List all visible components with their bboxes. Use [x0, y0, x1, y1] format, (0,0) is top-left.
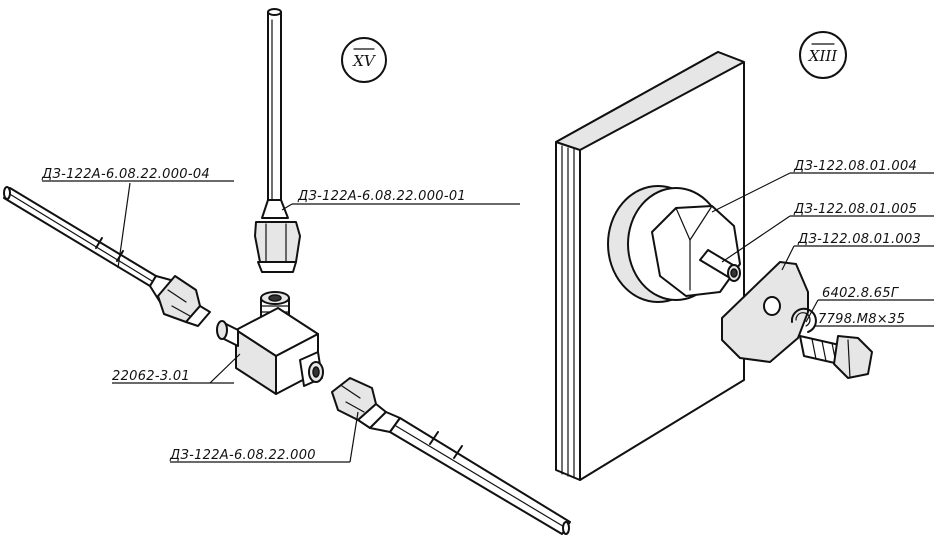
rod-top [254, 8, 301, 273]
label-rod-top: ДЗ-122А-6.08.22.000-01 [297, 189, 466, 204]
label-washer: 6402.8.65Г [822, 286, 900, 301]
leader-lines [42, 172, 934, 463]
label-bolt: 7798.М8×35 [818, 312, 905, 327]
disk-assembly [607, 185, 741, 303]
section-marker-xv: XV [341, 37, 387, 83]
label-plate: ДЗ-122.08.01.003 [797, 232, 921, 247]
label-pin: ДЗ-122.08.01.005 [793, 202, 917, 217]
label-disk: ДЗ-122.08.01.004 [793, 159, 917, 174]
section-marker-xiii-text: XIII [808, 47, 839, 65]
locking-plate [721, 261, 809, 363]
tee-fitting [216, 291, 324, 395]
bolt [799, 335, 873, 379]
label-tee: 22062-3.01 [112, 369, 190, 384]
rod-left [3, 186, 211, 327]
label-rod-left: ДЗ-122А-6.08.22.000-04 [41, 167, 210, 182]
section-marker-xiii: XIII [799, 31, 847, 79]
label-rod-bottom: ДЗ-122А-6.08.22.000 [169, 448, 316, 463]
section-marker-xv-text: XV [352, 52, 377, 70]
rod-bottom [331, 377, 571, 535]
washer [790, 307, 817, 333]
